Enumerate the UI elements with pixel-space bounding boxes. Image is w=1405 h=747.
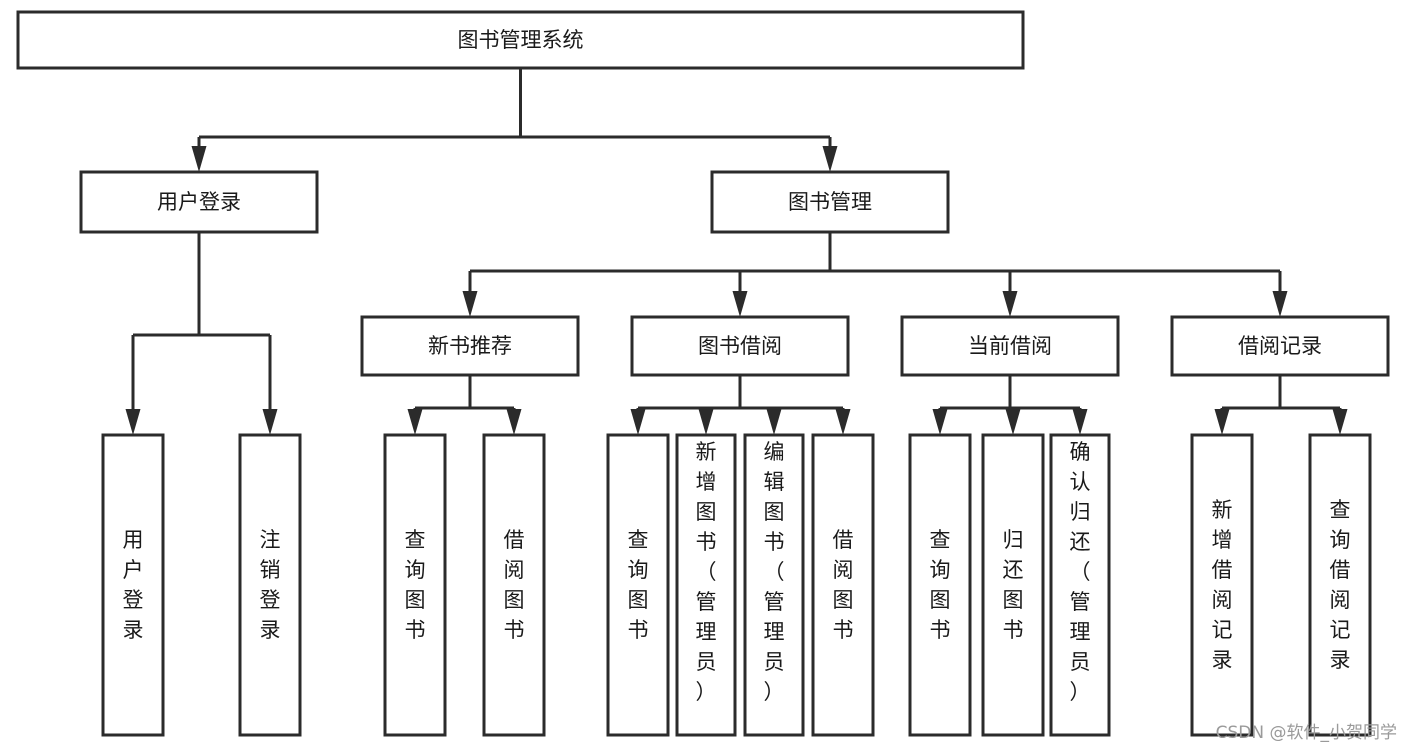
connector-group — [407, 375, 522, 435]
node-leaf-query-book-2[interactable]: 查询图书 — [606, 433, 670, 737]
node-layer: 图书管理系统用户登录图书管理新书推荐图书借阅当前借阅借阅记录用户登录注销登录查询… — [16, 10, 1390, 737]
arrow-head — [766, 409, 782, 435]
node-box[interactable] — [630, 315, 850, 377]
connector-group — [462, 232, 1288, 317]
node-box[interactable] — [606, 433, 670, 737]
connector-group — [125, 232, 278, 435]
node-current-borrow[interactable]: 当前借阅 — [900, 315, 1120, 377]
node-book-manage[interactable]: 图书管理 — [710, 170, 950, 234]
node-label: 查询图书 — [628, 528, 649, 642]
node-user-login[interactable]: 用户登录 — [79, 170, 319, 234]
node-book-borrow[interactable]: 图书借阅 — [630, 315, 850, 377]
arrow-head — [698, 409, 714, 435]
node-label: 借阅图书 — [833, 528, 854, 642]
node-leaf-logout[interactable]: 注销登录 — [238, 433, 302, 737]
arrow-head — [732, 291, 748, 317]
node-borrow-record[interactable]: 借阅记录 — [1170, 315, 1390, 377]
node-box[interactable] — [981, 433, 1045, 737]
node-label: 查询借阅记录 — [1330, 498, 1351, 672]
arrow-head — [1002, 291, 1018, 317]
node-box[interactable] — [482, 433, 546, 737]
arrow-head — [462, 291, 478, 317]
node-leaf-borrow-book-2[interactable]: 借阅图书 — [811, 433, 875, 737]
node-label: 编辑图书（管理员） — [764, 440, 785, 704]
node-leaf-add-book[interactable]: 新增图书（管理员） — [675, 433, 737, 737]
arrow-head — [506, 409, 522, 435]
node-label: 当前借阅 — [968, 334, 1052, 358]
node-box[interactable] — [743, 433, 805, 737]
node-label: 图书管理系统 — [458, 28, 584, 52]
node-box[interactable] — [79, 170, 319, 234]
node-box[interactable] — [1170, 315, 1390, 377]
node-box[interactable] — [1308, 433, 1372, 737]
node-box[interactable] — [16, 10, 1025, 70]
node-label: 确认归还（管理员） — [1070, 440, 1091, 704]
node-box[interactable] — [811, 433, 875, 737]
node-label: 新书推荐 — [428, 334, 512, 358]
node-leaf-borrow-book-1[interactable]: 借阅图书 — [482, 433, 546, 737]
node-label: 归还图书 — [1003, 528, 1024, 642]
arrow-head — [822, 146, 838, 172]
node-leaf-query-book-3[interactable]: 查询图书 — [908, 433, 972, 737]
connector-group — [932, 375, 1088, 435]
node-box[interactable] — [900, 315, 1120, 377]
arrow-head — [1272, 291, 1288, 317]
node-root[interactable]: 图书管理系统 — [16, 10, 1025, 70]
arrow-head — [630, 409, 646, 435]
node-label: 图书管理 — [788, 190, 872, 214]
node-leaf-edit-book[interactable]: 编辑图书（管理员） — [743, 433, 805, 737]
node-label: 查询图书 — [405, 528, 426, 642]
node-label: 用户登录 — [123, 528, 144, 642]
node-box[interactable] — [908, 433, 972, 737]
arrow-head — [407, 409, 423, 435]
node-leaf-return-book[interactable]: 归还图书 — [981, 433, 1045, 737]
node-leaf-query-book-1[interactable]: 查询图书 — [383, 433, 447, 737]
node-box[interactable] — [1190, 433, 1254, 737]
arrow-head — [191, 146, 207, 172]
connector-group — [1214, 375, 1348, 435]
arrow-head — [1332, 409, 1348, 435]
node-box[interactable] — [710, 170, 950, 234]
node-box[interactable] — [101, 433, 165, 737]
arrow-head — [125, 409, 141, 435]
arrow-head — [1072, 409, 1088, 435]
arrow-head — [835, 409, 851, 435]
arrow-head — [1214, 409, 1230, 435]
node-leaf-query-record[interactable]: 查询借阅记录 — [1308, 433, 1372, 737]
node-box[interactable] — [360, 315, 580, 377]
node-label: 新增借阅记录 — [1212, 498, 1233, 672]
arrow-head — [262, 409, 278, 435]
arrow-head — [1005, 409, 1021, 435]
arrow-head — [932, 409, 948, 435]
node-label: 用户登录 — [157, 190, 241, 214]
connector-group — [191, 68, 838, 172]
node-leaf-user-login[interactable]: 用户登录 — [101, 433, 165, 737]
node-leaf-confirm-return[interactable]: 确认归还（管理员） — [1049, 433, 1111, 737]
node-label: 借阅记录 — [1238, 334, 1322, 358]
node-box[interactable] — [675, 433, 737, 737]
node-box[interactable] — [238, 433, 302, 737]
node-leaf-add-record[interactable]: 新增借阅记录 — [1190, 433, 1254, 737]
node-label: 借阅图书 — [504, 528, 525, 642]
node-label: 查询图书 — [930, 528, 951, 642]
connector-layer — [125, 68, 1348, 435]
node-box[interactable] — [383, 433, 447, 737]
node-box[interactable] — [1049, 433, 1111, 737]
connector-group — [630, 375, 851, 435]
node-label: 注销登录 — [260, 528, 281, 642]
node-label: 新增图书（管理员） — [696, 440, 717, 704]
node-label: 图书借阅 — [698, 334, 782, 358]
node-new-book-rec[interactable]: 新书推荐 — [360, 315, 580, 377]
